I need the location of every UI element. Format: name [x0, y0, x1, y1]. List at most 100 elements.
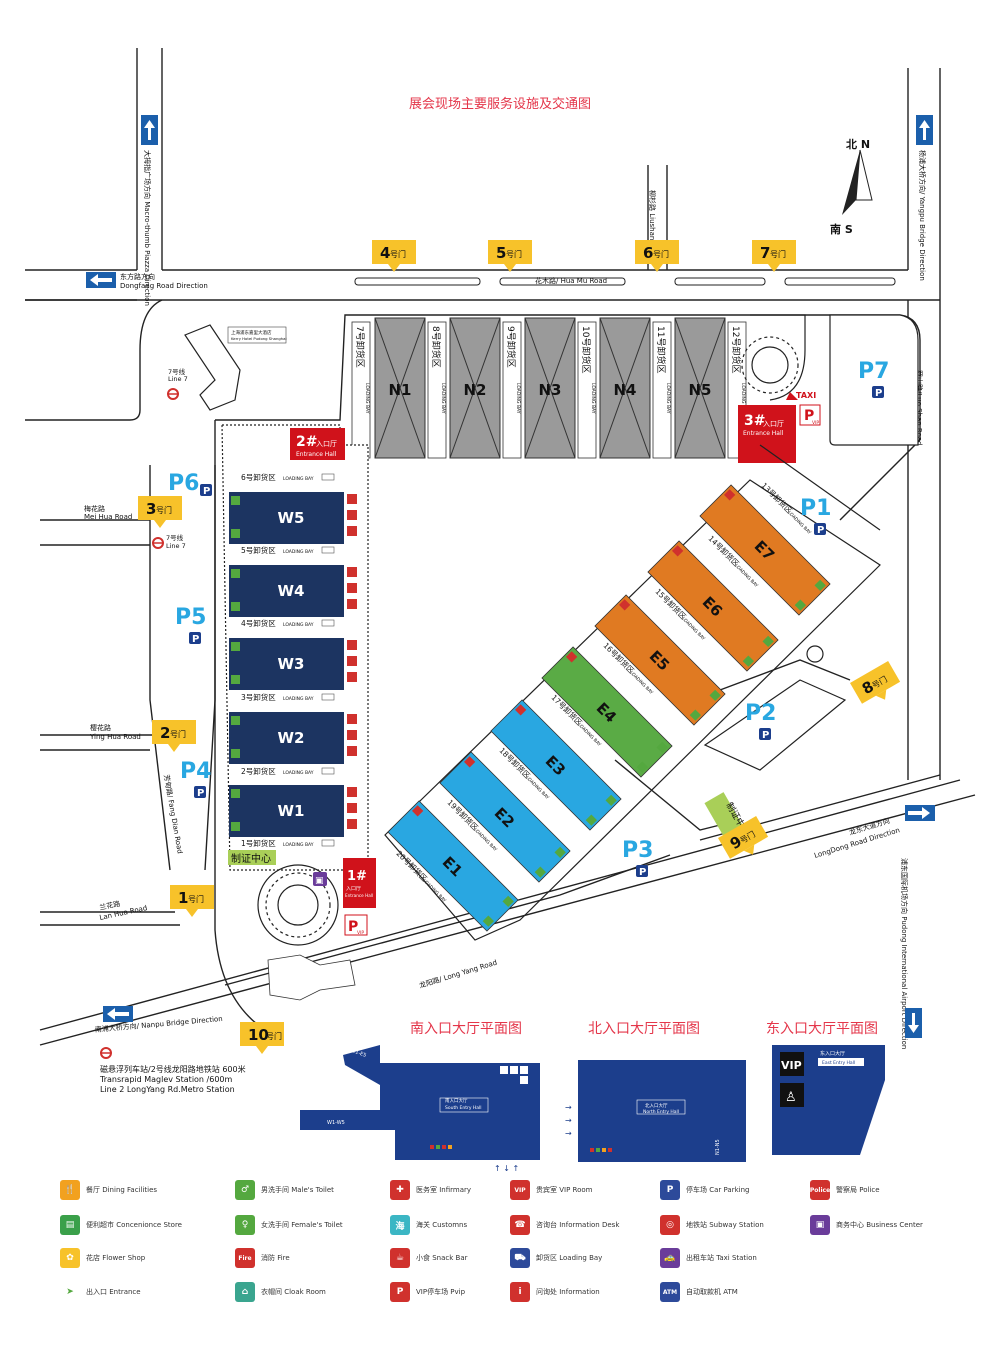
west-hall-w1[interactable]: W1: [229, 785, 357, 837]
west-hall-label: W5: [278, 509, 305, 527]
north-hall-4[interactable]: N4: [599, 317, 651, 459]
direction-arrow-up-icon: [141, 115, 158, 145]
fire-icon: [347, 599, 357, 609]
svg-text:P: P: [348, 919, 358, 935]
metro-note-line2: Transrapid Maglev Station /600m: [99, 1075, 233, 1084]
male-toilet-icon: [231, 642, 240, 651]
direction-arrow-down-icon: [905, 1008, 922, 1038]
gate-9[interactable]: 9号门: [718, 816, 772, 866]
cert-center-west-label: 制证中心: [231, 852, 271, 865]
male-toilet-icon: [656, 741, 668, 754]
compass-south-label: 南 S: [830, 222, 853, 236]
east-hall-e1[interactable]: E1: [387, 800, 519, 932]
parking-label: P5: [175, 605, 206, 630]
north-bay-label: 10号卸货区: [580, 326, 592, 373]
female-toilet-icon: [482, 915, 495, 927]
legend-item-label: 出入口 Entrance: [86, 1288, 141, 1296]
info-icon: [347, 714, 357, 724]
gate-suffix: 号门: [770, 249, 786, 259]
female-toilet-icon: [794, 599, 807, 611]
west-hall-w3[interactable]: W3: [229, 638, 357, 690]
north-hall-label: N2: [464, 381, 487, 399]
legend-item: ▤便利超市 Concenionce Store: [60, 1215, 182, 1235]
line7-label-a: 7号线: [168, 367, 186, 376]
east-hall-e5[interactable]: E5: [594, 594, 726, 726]
north-hall-3[interactable]: N3: [524, 317, 576, 459]
west-bay-label: 4号卸货区: [241, 618, 276, 628]
parking-p5: P5P: [175, 605, 206, 645]
east-hall-label: 东入口大厅: [820, 1050, 845, 1057]
gate-suffix: 号门: [506, 249, 522, 259]
north-hall-label: N4: [614, 381, 637, 399]
legend-item: ☕小食 Snack Bar: [390, 1248, 468, 1268]
female-toilet-icon: [231, 675, 240, 684]
parking-label: P2: [745, 701, 776, 726]
road-label-huamu: 花木路/ Hua Mu Road: [535, 276, 607, 285]
parking-p2: P2P: [745, 701, 776, 741]
loading-bay-label: LOADING BAY: [665, 383, 671, 414]
fire-icon: [347, 526, 357, 536]
legend-item: ⛟卸货区 Loading Bay: [510, 1248, 602, 1268]
road-label-macro-thumb: 大拇指广场方向 Macro-thumb Piazza Direction: [143, 150, 152, 306]
legend-item-label: 小食 Snack Bar: [416, 1254, 468, 1262]
plan-title-north: 北入口大厅平面图: [588, 1021, 700, 1037]
east-hall-e4[interactable]: E4: [541, 646, 673, 778]
entrance-hall-3[interactable]: 3# 入口厅 Entrance Hall: [738, 405, 796, 463]
entrance-hall-2[interactable]: 2# 入口厅 Entrance Hall: [290, 428, 345, 460]
gate-number: 2: [160, 724, 170, 742]
west-hall-label: W2: [278, 729, 305, 747]
legend-item-label: 商务中心 Business Center: [836, 1221, 923, 1229]
cloak-icon: ⌂: [235, 1282, 255, 1302]
loading-bay-label: LOADING BAY: [283, 549, 314, 555]
taxi-icon: ▣: [313, 872, 327, 886]
east-hall-e6[interactable]: E6: [647, 540, 779, 672]
west-bay-label: 6号卸货区: [241, 472, 276, 482]
legend-item-label: 停车场 Car Parking: [686, 1186, 750, 1194]
parking-label: P6: [168, 471, 199, 496]
dining-icon: 🍴: [60, 1180, 80, 1200]
svg-text:▣: ▣: [315, 876, 324, 886]
gate-8[interactable]: 8号门: [850, 661, 904, 711]
gate-suffix: 号门: [653, 249, 669, 259]
loading-bay-label: LOADING BAY: [283, 476, 314, 482]
south-plan-e1e5: E1-E5: [351, 1048, 367, 1059]
gate-number: 3: [146, 500, 156, 518]
road-label-yinghua-cn: 樱花路: [90, 723, 111, 732]
direction-arrow-up-icon: [916, 115, 933, 145]
west-bay-label: 1号卸货区: [241, 838, 276, 848]
west-hall-w4[interactable]: W4: [229, 565, 357, 617]
east-hall-e2[interactable]: E2: [439, 751, 571, 883]
loading-bay-label: LOADING BAY: [440, 383, 446, 414]
east-hall-e7[interactable]: E7: [699, 484, 831, 616]
east-hall-e3[interactable]: E3: [490, 699, 622, 831]
legend-item: ☎咨询台 Information Desk: [510, 1215, 619, 1235]
business-icon: ▣: [810, 1215, 830, 1235]
east-zone-outline: [384, 444, 881, 941]
east-plan-vip: VIP: [781, 1059, 802, 1072]
north-hall-5[interactable]: N5: [674, 317, 726, 459]
male-toilet-icon: [231, 496, 240, 505]
north-hall-1[interactable]: N1: [374, 317, 426, 459]
taxi-icon: 🚕: [660, 1248, 680, 1268]
entrance-hall-1[interactable]: 1# 入口厅 Entrance Hall: [343, 858, 376, 908]
north-bay-label: 12号卸货区: [730, 326, 742, 373]
west-hall-w5[interactable]: W5: [229, 492, 357, 544]
west-hall-w2[interactable]: W2: [229, 712, 357, 764]
north-hall-2[interactable]: N2: [449, 317, 501, 459]
parking-icon: [189, 632, 201, 644]
male-toilet-icon: [554, 846, 566, 859]
svg-text:P: P: [875, 388, 882, 399]
